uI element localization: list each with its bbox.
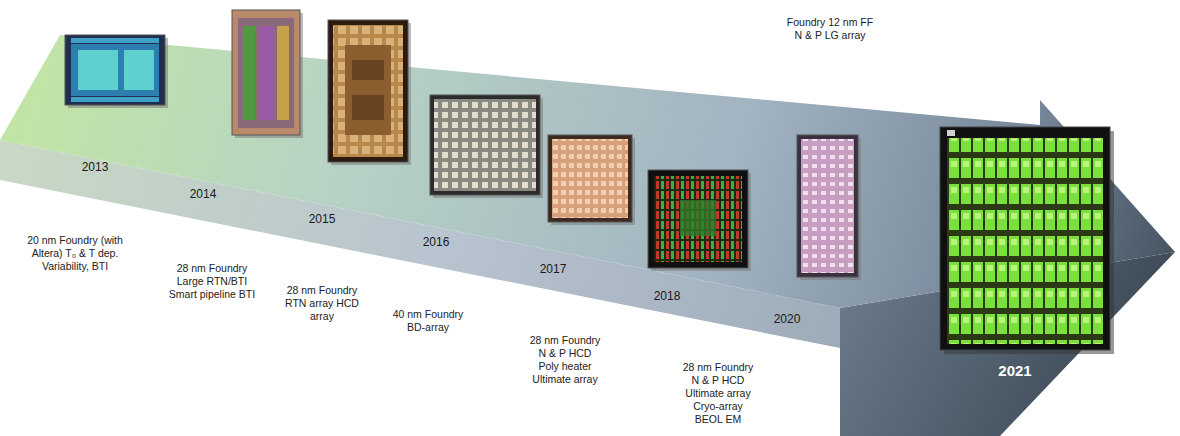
chip-circuit [345, 45, 391, 135]
chip-core [801, 139, 854, 273]
chip-array [124, 50, 154, 90]
year-label: 2021 [998, 362, 1031, 380]
chip-core [654, 176, 742, 262]
timeline-note: 20 nm Foundry (with Altera) T₀ & T dep. … [20, 234, 130, 273]
chip-circuit [352, 95, 384, 120]
chip-decoder [71, 97, 159, 102]
chip-2020 [797, 135, 858, 277]
chip-shadow [433, 98, 543, 198]
chip-2013 [65, 35, 165, 105]
year-label: 2013 [82, 160, 109, 174]
timeline-note: 28 nm Foundry RTN array HCD array [280, 284, 364, 323]
chip-core [333, 25, 403, 157]
chip-2017 [548, 135, 632, 222]
timeline-note: 28 nm Foundry N & P HCD Ultimate array C… [681, 361, 755, 426]
chip-block [259, 26, 273, 120]
chip-2015 [328, 20, 408, 162]
chip-core [552, 139, 628, 218]
chip-block [243, 26, 255, 120]
chip-shadow [331, 23, 411, 165]
chip-block [277, 26, 289, 120]
chip-block [680, 200, 716, 236]
chip-shadow [235, 13, 303, 138]
chip-2016 [430, 95, 540, 195]
chip-shadow [551, 138, 635, 225]
chip-core [238, 18, 294, 128]
chip-circuit [352, 60, 384, 80]
chip-core [71, 44, 159, 96]
year-label: 2018 [654, 289, 681, 303]
timeline-note: 28 nm Foundry N & P HCD Poly heater Ulti… [528, 334, 602, 386]
chip-shadow [68, 38, 168, 108]
year-label: 2017 [540, 262, 567, 276]
year-label: 2020 [774, 312, 801, 326]
year-label: 2016 [423, 235, 450, 249]
chip-marker [947, 130, 955, 136]
timeline-note: 28 nm Foundry Large RTN/BTI Smart pipeli… [164, 262, 260, 301]
chip-decoder [71, 38, 159, 43]
year-label: 2015 [309, 212, 336, 226]
chip-core [947, 138, 1103, 344]
chip-array [78, 50, 118, 90]
chip-2014 [232, 10, 300, 135]
chip-core [434, 99, 536, 191]
chip-shadow [800, 138, 861, 280]
chip-2021 [940, 127, 1110, 350]
timeline-note: 40 nm Foundry BD-array [386, 308, 470, 334]
chip-shadow [651, 173, 751, 271]
chip-2018 [648, 170, 748, 268]
chip-shadow [944, 131, 1114, 354]
timeline-note: Foundry 12 nm FF N & P LG array [782, 16, 878, 42]
year-label: 2014 [190, 187, 217, 201]
